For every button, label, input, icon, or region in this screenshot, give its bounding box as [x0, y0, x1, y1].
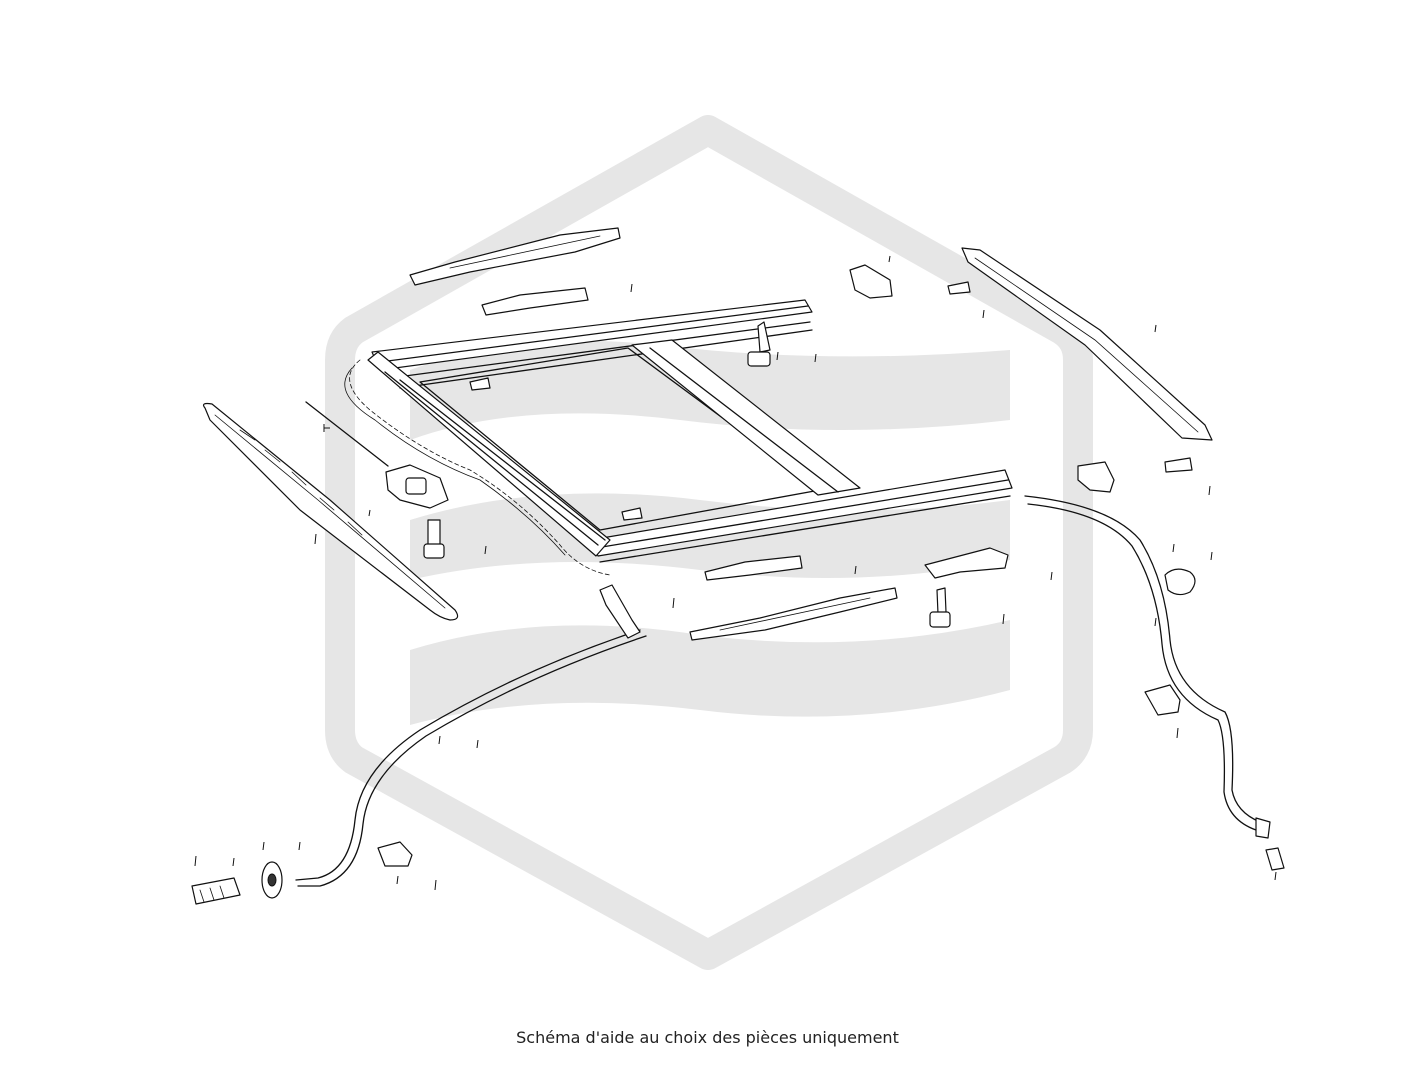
drive-cable-rod	[305, 401, 389, 467]
small-clip-4	[469, 377, 491, 391]
front-guide-bracket	[689, 587, 898, 641]
front-deflector-bracket	[704, 555, 803, 581]
drain-hose-left	[295, 584, 647, 887]
small-clip-2	[1077, 461, 1115, 493]
front-right-bracket	[924, 547, 1009, 579]
small-clip-3	[1164, 457, 1193, 473]
hose-clip-right	[1144, 684, 1181, 716]
watermark-hexagon	[325, 115, 1093, 970]
sunroof-frame	[344, 299, 1013, 576]
hose-clip-left	[377, 841, 413, 867]
small-clip-5	[621, 507, 643, 521]
sunroof-motor	[385, 464, 449, 509]
bolt-front	[929, 587, 951, 628]
rear-guide-bracket	[409, 227, 621, 286]
rear-right-clip	[849, 264, 893, 299]
drain-hose-right	[1024, 495, 1285, 871]
bolt-rear	[747, 321, 771, 367]
watermark-logo	[325, 115, 1093, 970]
reference-ticks	[194, 255, 1277, 891]
drain-clip-right	[1164, 568, 1196, 596]
bolt-motor	[423, 519, 445, 559]
rear-deflector-bracket	[481, 287, 589, 316]
right-trim-rail	[961, 247, 1213, 441]
diagram-caption: Schéma d'aide au choix des pièces unique…	[516, 1028, 899, 1047]
drain-grommet	[261, 861, 283, 899]
drain-valve	[191, 877, 241, 905]
small-clip-1	[947, 281, 971, 295]
left-trim-rail	[202, 402, 459, 621]
